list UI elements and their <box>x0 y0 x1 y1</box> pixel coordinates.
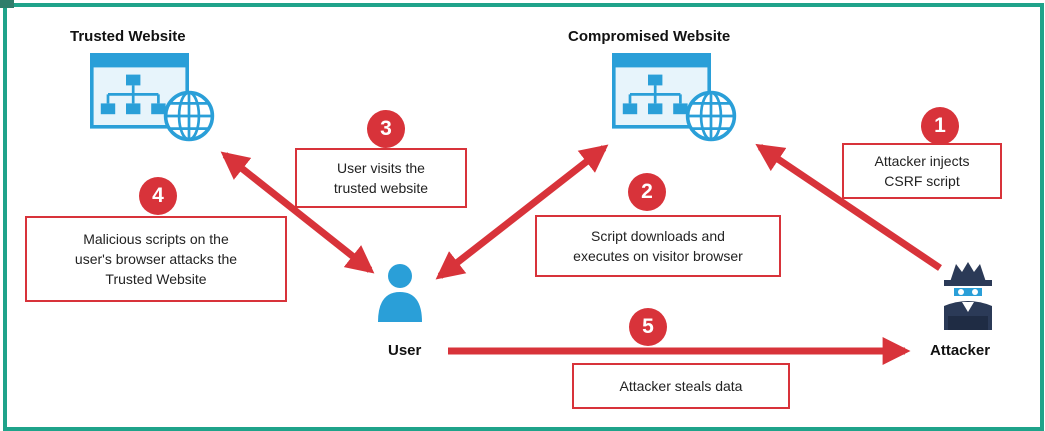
step-4-box: Malicious scripts on the user's browser … <box>25 216 287 302</box>
step-5-line-1: Attacker steals data <box>619 378 743 394</box>
attacker-label: Attacker <box>930 342 991 359</box>
step-5-badge: 5 <box>629 308 667 346</box>
step-3-line-1: User visits the <box>337 160 425 176</box>
trusted-website-label: Trusted Website <box>70 28 186 45</box>
arrow-user-compromised <box>435 144 609 280</box>
step-4-badge: 4 <box>139 177 177 215</box>
step-5-box: Attacker steals data <box>572 363 790 409</box>
step-1-badge: 1 <box>921 107 959 145</box>
step-3-line-2: trusted website <box>333 180 429 196</box>
arrow-user-trusted <box>220 151 375 274</box>
user-label: User <box>388 342 422 359</box>
user-icon <box>378 264 422 322</box>
step-2-badge: 2 <box>628 173 666 211</box>
step-4-line-2: user's browser attacks the <box>74 251 238 267</box>
step-1-line-2: CSRF script <box>884 173 960 189</box>
compromised-website-label: Compromised Website <box>568 28 731 45</box>
step-1-box: Attacker injects CSRF script <box>842 143 1002 199</box>
trusted-website-icon <box>90 52 215 142</box>
spy-icon <box>944 262 992 330</box>
step-2-box: Script downloads and executes on visitor… <box>535 215 781 277</box>
step-2-line-2: executes on visitor browser <box>573 248 743 264</box>
step-4-line-1: Malicious scripts on the <box>83 231 229 247</box>
compromised-website-icon <box>612 52 737 142</box>
step-3-badge: 3 <box>367 110 405 148</box>
corner-mark <box>0 0 14 8</box>
arrow-attacker-compromised <box>755 143 942 271</box>
step-1-line-1: Attacker injects <box>874 153 970 169</box>
step-4-line-3: Trusted Website <box>105 271 207 287</box>
step-2-line-1: Script downloads and <box>591 228 725 244</box>
step-3-box: User visits the trusted website <box>295 148 467 208</box>
